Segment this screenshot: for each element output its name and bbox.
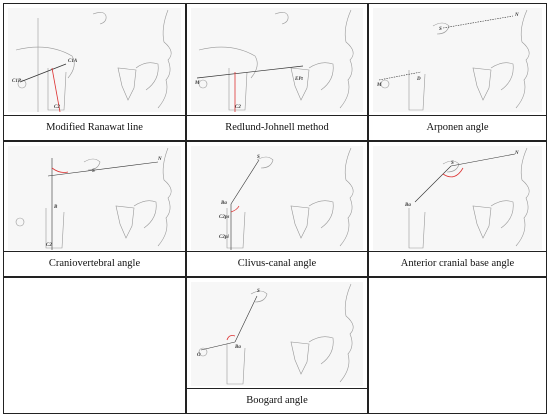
empty-cell-left (3, 277, 186, 414)
label-c2pi: C2pi (219, 235, 229, 240)
panel-anterior-cranial-base: N S Ba Anterior cranial base angle (368, 141, 547, 277)
label-c2: C2 (54, 105, 60, 110)
label-c1a: C1A (68, 59, 78, 64)
panel-arponen: N S M D Arponen angle (368, 3, 547, 141)
panel-craniovertebral: N S B C2 Craniovertebral angle (3, 141, 186, 277)
caption: Boogard angle (187, 388, 367, 413)
figure-grid: C1A C1P C2 Modified Ranawat line (3, 3, 547, 414)
caption: Clivus-canal angle (187, 251, 367, 276)
xray-figure: N S M D (373, 8, 542, 112)
label-d: D (416, 77, 421, 82)
label-o: O (197, 353, 201, 358)
label-s: S (257, 289, 260, 294)
caption: Anterior cranial base angle (369, 251, 546, 276)
label-s: S (439, 27, 442, 32)
caption: Craniovertebral angle (4, 251, 185, 276)
label-c1p: C1P (12, 79, 22, 84)
xray-figure: S O Ba (191, 282, 363, 386)
label-m: M (194, 81, 200, 86)
xray-figure: S Ba C2ps C2pi (191, 146, 363, 250)
label-ept: EPt (294, 77, 303, 82)
label-n: N (157, 157, 162, 162)
caption: Arponen angle (369, 115, 546, 140)
label-n: N (514, 151, 519, 156)
panel-clivus-canal: S Ba C2ps C2pi Clivus-canal angle (186, 141, 368, 277)
label-s: S (92, 169, 95, 174)
empty-cell-right (368, 277, 547, 414)
panel-redlund-johnell: M EPt C2 Redlund-Johnell method (186, 3, 368, 141)
xray-figure: N S B C2 (8, 146, 181, 250)
caption: Modified Ranawat line (4, 115, 185, 140)
xray-figure: C1A C1P C2 (8, 8, 181, 112)
label-c2ps: C2ps (219, 215, 229, 220)
xray-figure: N S Ba (373, 146, 542, 250)
label-s: S (451, 161, 454, 166)
label-c2: C2 (235, 105, 241, 110)
caption: Redlund-Johnell method (187, 115, 367, 140)
label-s: S (257, 155, 260, 160)
label-n: N (514, 13, 519, 18)
label-ba: Ba (234, 345, 241, 350)
panel-boogard: S O Ba Boogard angle (186, 277, 368, 414)
panel-modified-ranawat: C1A C1P C2 Modified Ranawat line (3, 3, 186, 141)
xray-figure: M EPt C2 (191, 8, 363, 112)
label-c2: C2 (46, 243, 52, 248)
label-m: M (376, 83, 382, 88)
label-ba: Ba (404, 203, 411, 208)
label-b: B (53, 205, 58, 210)
label-ba: Ba (220, 201, 227, 206)
